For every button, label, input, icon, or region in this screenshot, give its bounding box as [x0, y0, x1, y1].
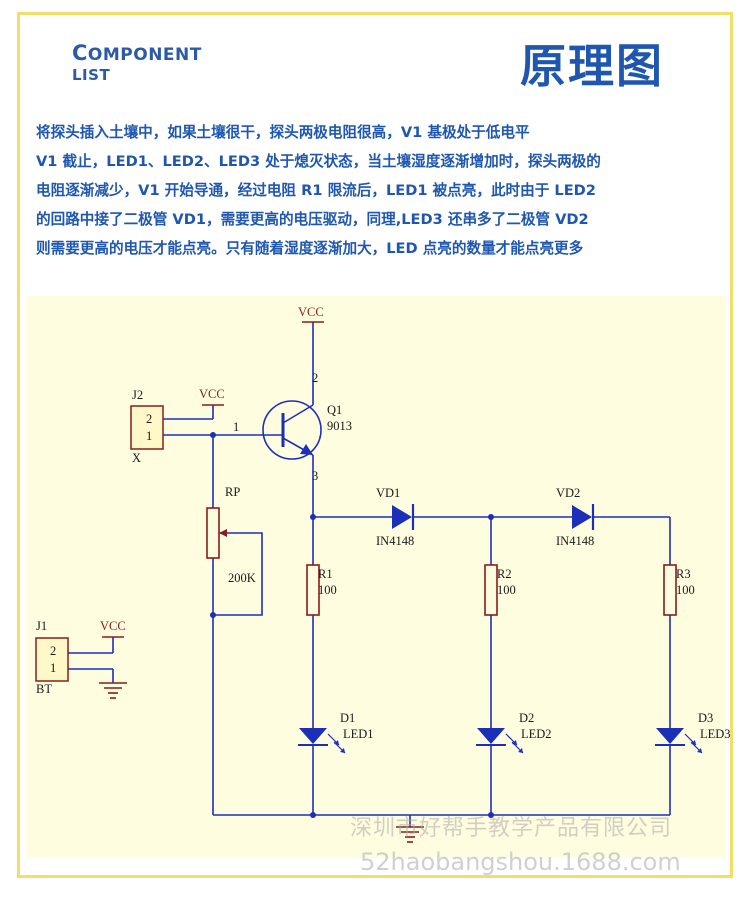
vd1-part: IN4148 — [376, 534, 414, 548]
diode-vd2 — [572, 504, 595, 530]
brand-line2: LIST — [72, 66, 111, 84]
brand-rest: OMPONENT — [87, 45, 202, 65]
resistor-r3 — [663, 564, 677, 616]
j2-ref: J2 — [132, 388, 143, 402]
j1-pin1: 1 — [50, 661, 56, 675]
transistor-q1 — [262, 400, 322, 460]
junction-vd1-vd2 — [488, 514, 494, 520]
d2-ref: D2 — [519, 711, 534, 725]
description-line-5: 则需要更高的电压才能点亮。只有随着湿度逐渐加大，LED 点亮的数量才能点亮更多 — [36, 240, 584, 257]
j1-ref: J1 — [36, 619, 47, 633]
brand-logo-text: COMPONENT LIST — [72, 42, 202, 84]
junction-emitter — [310, 514, 316, 520]
junction-gnd-d2 — [488, 812, 494, 818]
description-line-3: 电阻逐渐减少，V1 开始导通，经过电阻 R1 限流后，LED1 被点亮，此时由于… — [36, 182, 596, 199]
r1-value: 100 — [318, 583, 337, 597]
j2-net: X — [132, 451, 141, 465]
vd1-ref: VD1 — [376, 486, 400, 500]
wire-rp-wiper — [213, 532, 263, 616]
d3-part: LED3 — [700, 727, 731, 741]
q1-pin-base: 1 — [233, 420, 239, 434]
d1-part: LED1 — [343, 727, 374, 741]
connector-j1 — [35, 637, 69, 682]
r2-value: 100 — [497, 583, 516, 597]
q1-pin-emitter: 3 — [312, 469, 318, 483]
diode-vd1 — [392, 504, 415, 530]
rp-ref: RP — [225, 485, 240, 499]
q1-part: 9013 — [327, 419, 352, 433]
description-line-4: 的回路中接了二极管 VD1，需要更高的电压驱动，同理,LED3 还串多了二极管 … — [36, 211, 589, 228]
led-d3 — [655, 728, 703, 754]
j2-pin1: 1 — [146, 429, 152, 443]
j2-pin2: 2 — [146, 412, 152, 426]
d2-part: LED2 — [521, 727, 552, 741]
description-paragraph: 将探头插入土壤中，如果土壤很干，探头两极电阻很高，V1 基极处于低电平 V1 截… — [36, 118, 736, 263]
j1-pin2: 2 — [50, 644, 56, 658]
rp-value: 200K — [228, 571, 256, 585]
d1-ref: D1 — [340, 711, 355, 725]
vd2-ref: VD2 — [556, 486, 580, 500]
r1-ref: R1 — [318, 567, 333, 581]
brand-cap: C — [72, 41, 88, 65]
connector-j2 — [130, 405, 164, 450]
schematic-background — [26, 296, 726, 858]
page-title: 原理图 — [520, 39, 664, 93]
q1-ref: Q1 — [327, 403, 342, 417]
rp-wiper-arrow — [219, 529, 227, 537]
d3-ref: D3 — [698, 711, 713, 725]
watermark-company: 深圳市好帮手教学产品有限公司 — [350, 816, 673, 841]
potentiometer-rp — [206, 507, 220, 559]
junction-rp-wiper — [210, 612, 216, 618]
vcc-label-j1: VCC — [100, 619, 126, 633]
resistor-r2 — [484, 564, 498, 616]
junction-gnd-d1 — [310, 812, 316, 818]
r3-value: 100 — [676, 583, 695, 597]
led-d2 — [476, 728, 524, 754]
description-line-1: 将探头插入土壤中，如果土壤很干，探头两极电阻很高，V1 基极处于低电平 — [36, 124, 530, 141]
vd2-part: IN4148 — [556, 534, 594, 548]
j1-net: BT — [36, 682, 52, 696]
page-frame — [17, 12, 733, 878]
vcc-label-j2: VCC — [199, 387, 225, 401]
watermark-url: 52haobangshou.1688.com — [360, 848, 681, 876]
r2-ref: R2 — [497, 567, 512, 581]
junction-base — [210, 432, 216, 438]
q1-pin-collector: 2 — [312, 371, 318, 385]
description-line-2: V1 截止，LED1、LED2、LED3 处于熄灭状态，当土壤湿度逐渐增加时，探… — [36, 153, 601, 170]
vcc-label-q1: VCC — [298, 305, 324, 319]
r3-ref: R3 — [676, 567, 691, 581]
led-d1 — [298, 728, 346, 754]
resistor-r1 — [306, 564, 320, 616]
